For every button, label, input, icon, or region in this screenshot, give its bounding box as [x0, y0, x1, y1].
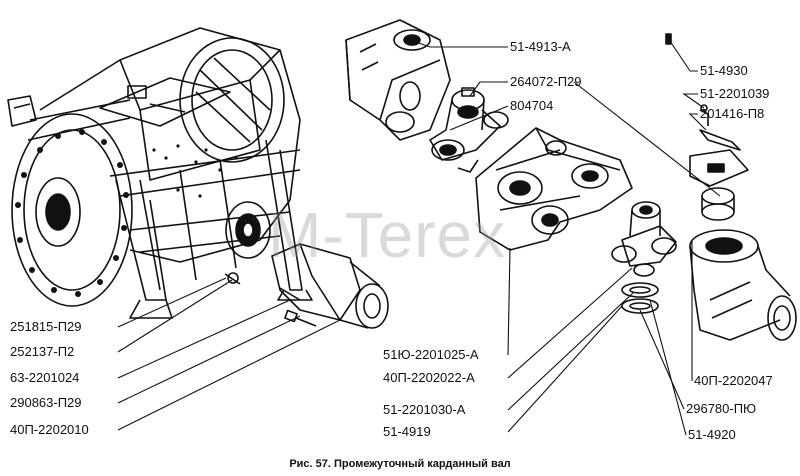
seal-rings	[621, 282, 659, 314]
label-290863-p29: 290863-П29	[10, 395, 82, 410]
part-264072-p29-cross	[429, 87, 509, 173]
label-51-2201039: 51-2201039	[700, 86, 770, 101]
label-252137-p2: 252137-П2	[10, 344, 75, 359]
label-51-4919: 51-4919	[383, 424, 431, 439]
part-51-4930-cap-group	[665, 33, 749, 221]
label-804704: 804704	[510, 98, 554, 113]
part-40p-2202047-slip-yoke	[689, 229, 797, 341]
label-201416-p8: 201416-П8	[700, 106, 765, 121]
label-40p-2202047: 40П-2202047	[694, 373, 773, 388]
figure-caption: Рис. 57. Промежуточный карданный вал	[289, 458, 511, 470]
watermark-text: M-Terex	[268, 199, 507, 271]
label-51-4920: 51-4920	[688, 427, 736, 442]
label-264072-p29: 264072-П29	[510, 74, 582, 89]
label-296780-pyu: 296780-ПЮ	[686, 401, 757, 416]
label-51yu-2201025-a: 51Ю-2201025-А	[383, 347, 479, 362]
part-51yu-2201025-a-center-yoke	[475, 127, 633, 251]
label-40p-2202010: 40П-2202010	[10, 422, 89, 437]
part-40p-2202022-a-cross	[611, 201, 677, 277]
part-51-4913-a	[345, 19, 451, 141]
label-51-2201030-a: 51-2201030-А	[383, 402, 466, 417]
label-63-2201024: 63-2201024	[10, 370, 80, 385]
gearbox-output-yoke	[271, 243, 389, 329]
label-40p-2202022-a: 40П-2202022-А	[383, 370, 475, 385]
label-51-4913-a: 51-4913-А	[510, 39, 571, 54]
gearbox-housing	[7, 27, 313, 319]
label-51-4930: 51-4930	[700, 63, 748, 78]
label-251815-p29: 251815-П29	[10, 319, 82, 334]
leader-lines	[117, 37, 721, 436]
